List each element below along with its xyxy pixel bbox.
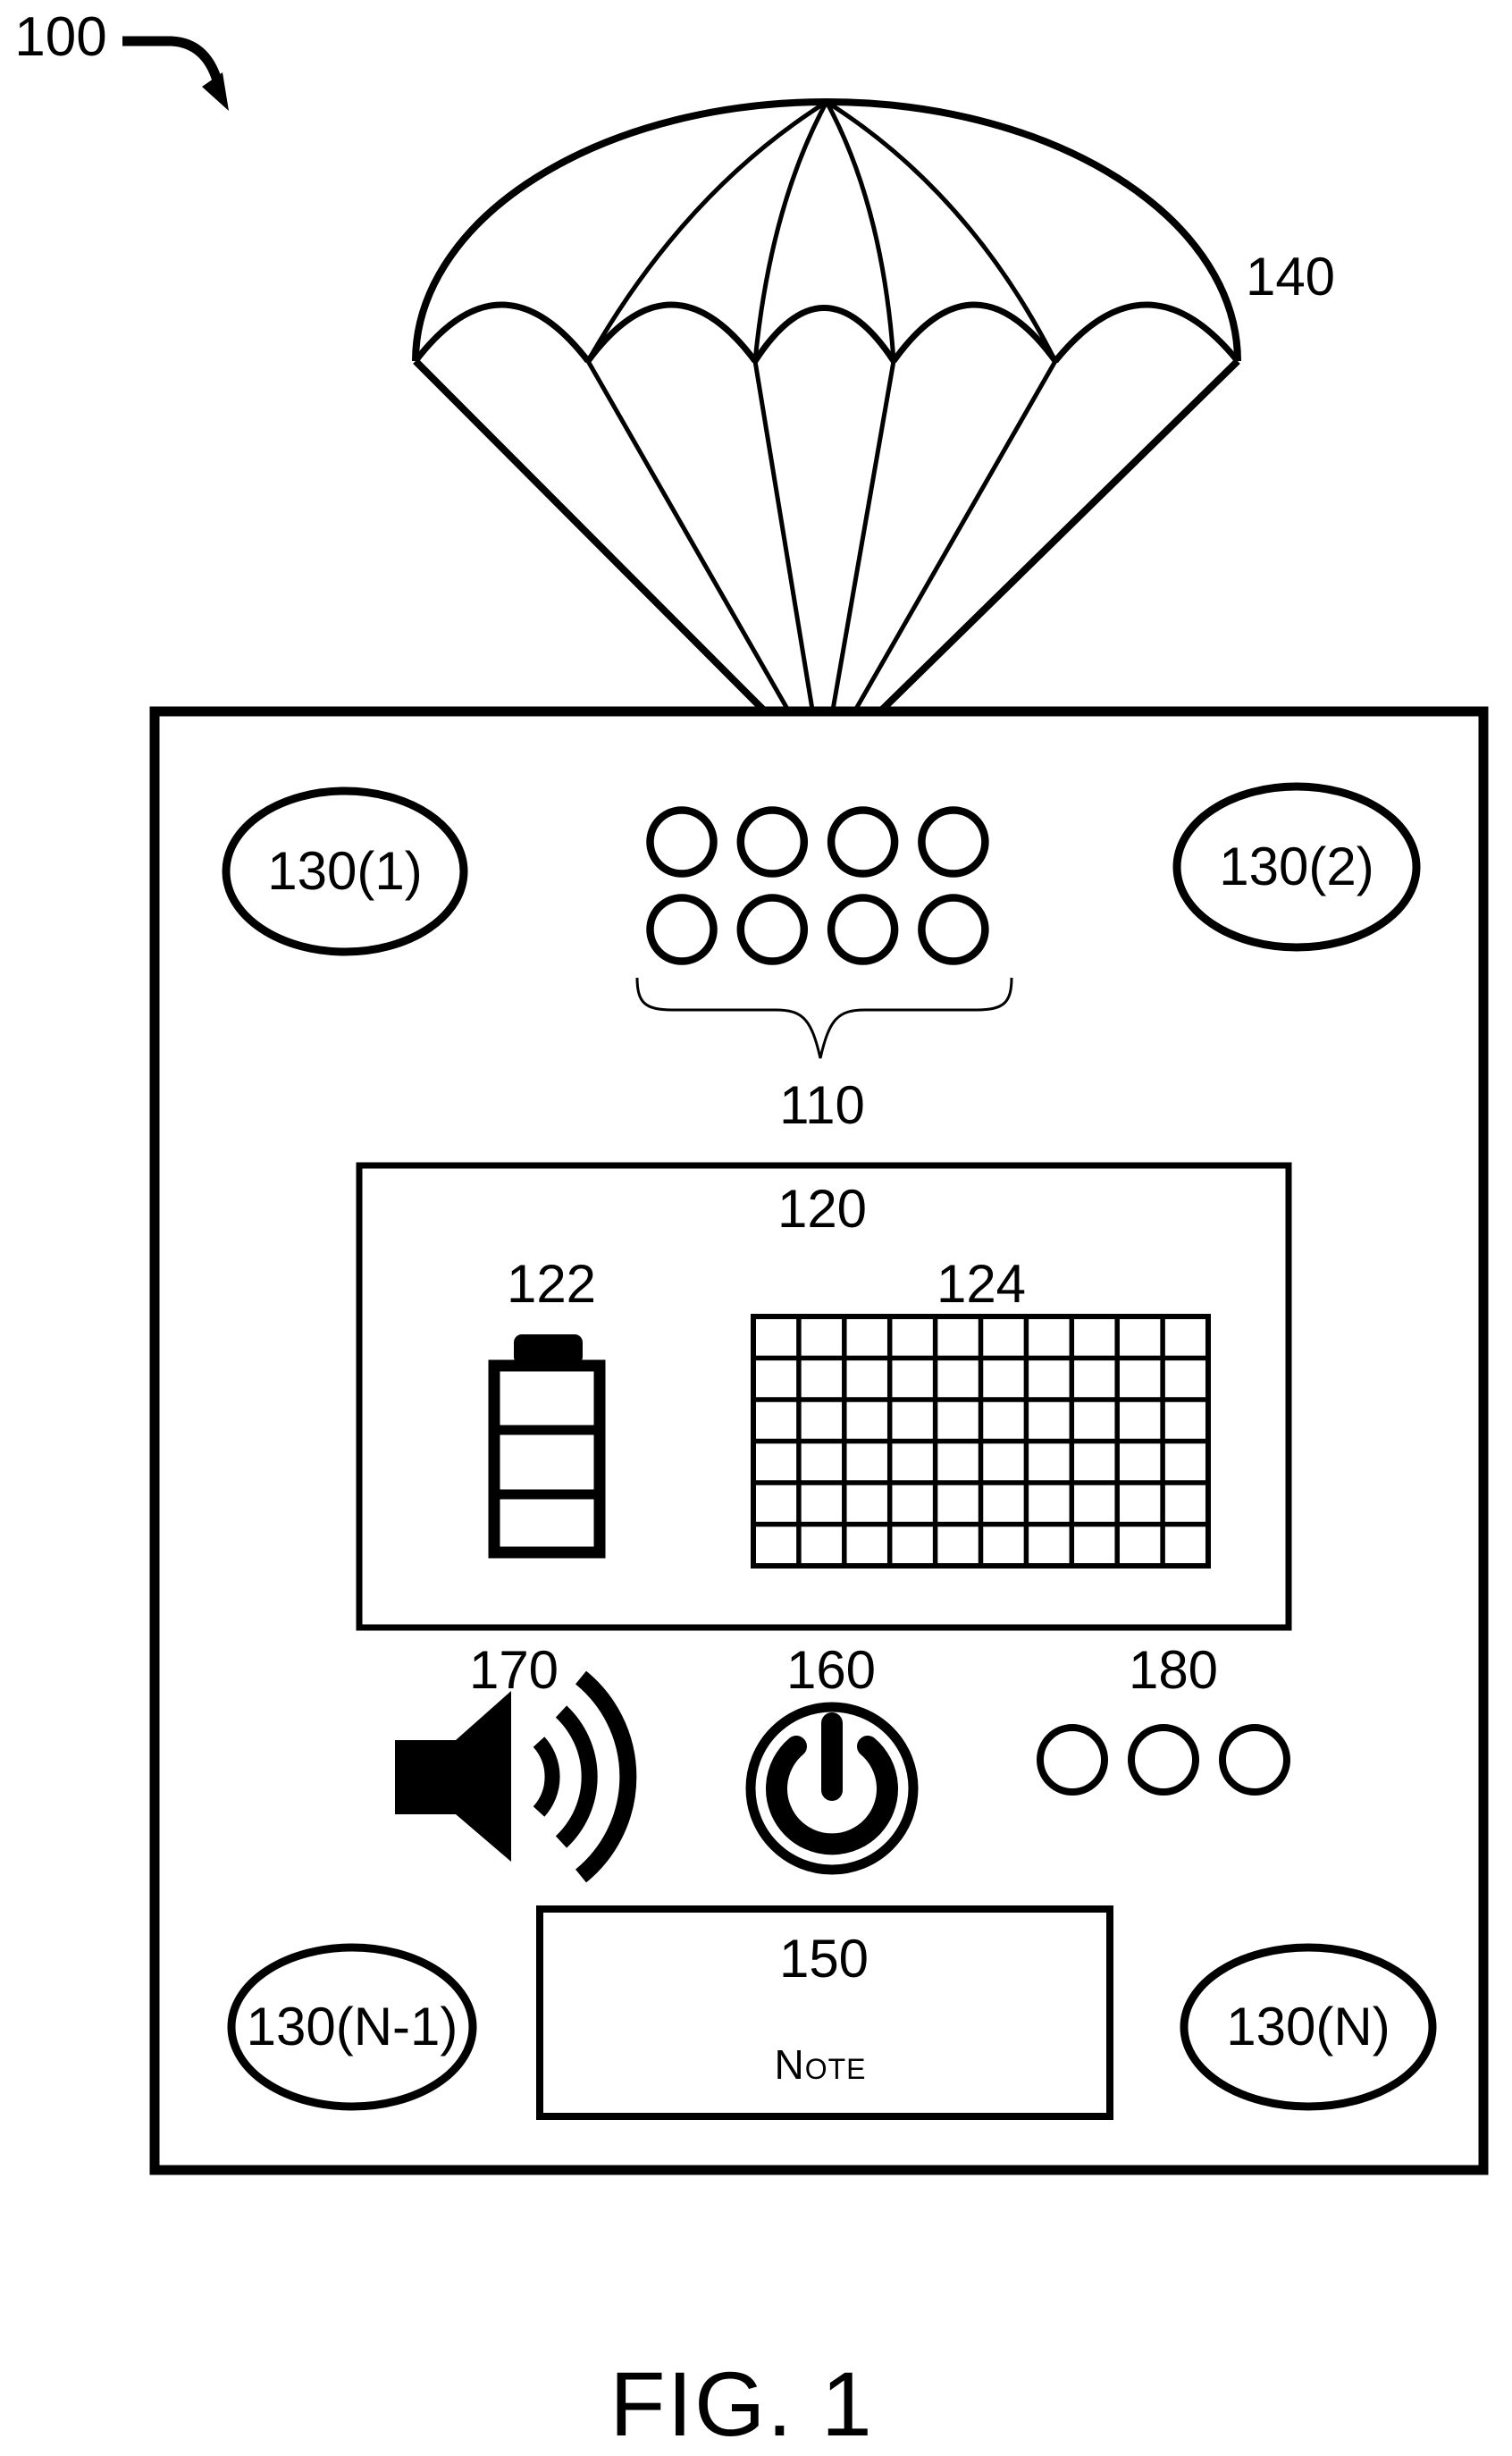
power-button-icon [745,1702,919,1875]
port-circle [918,806,989,878]
oval-130-1 [222,786,468,956]
label-oval-n: 130(N) [1226,1997,1390,2056]
port-circle [736,806,809,878]
indicator-lights [1037,1724,1290,1796]
lead-arrow-100-icon [122,36,229,111]
figure-ref-label: 100 [14,6,107,68]
inner-module-outline [356,1162,1292,1631]
label-battery: 122 [506,1254,597,1314]
port-circle [646,806,718,878]
note-box-outline [536,1905,1113,2120]
port-matrix [646,806,989,965]
brace-icon [635,977,1013,1059]
label-parachute: 140 [1245,247,1336,307]
label-speaker: 170 [468,1640,559,1700]
figure-caption: FIG. 1 [609,2353,874,2455]
parachute-canopy [412,98,1241,362]
label-oval-1: 130(1) [267,841,423,901]
speaker-icon [395,1670,637,1883]
oval-130-n-minus-1 [227,1943,477,2111]
label-solar-grid: 124 [936,1254,1027,1314]
label-oval-2: 130(2) [1219,837,1374,896]
parachute-icon [412,98,1241,718]
port-circle [736,894,809,965]
parachute-suspension-lines [413,358,1240,718]
label-note-box: 150 [778,1929,869,1989]
port-circle [827,806,899,878]
port-circle [918,894,989,965]
indicator-circle [1037,1724,1108,1796]
port-circle [827,894,899,965]
note-text: Note [774,2041,867,2088]
oval-130-2 [1172,782,1421,952]
indicator-circle [1219,1724,1290,1796]
label-inner-module: 120 [777,1179,868,1239]
solar-grid-icon [751,1314,1211,1569]
label-indicators: 180 [1128,1640,1219,1700]
label-port-group: 110 [779,1075,865,1135]
label-power-button: 160 [785,1640,877,1700]
oval-130-n [1180,1943,1437,2111]
label-oval-n-minus-1: 130(N-1) [246,1997,458,2056]
indicator-circle [1128,1724,1199,1796]
battery-icon [488,1334,606,1559]
port-circle [646,894,718,965]
